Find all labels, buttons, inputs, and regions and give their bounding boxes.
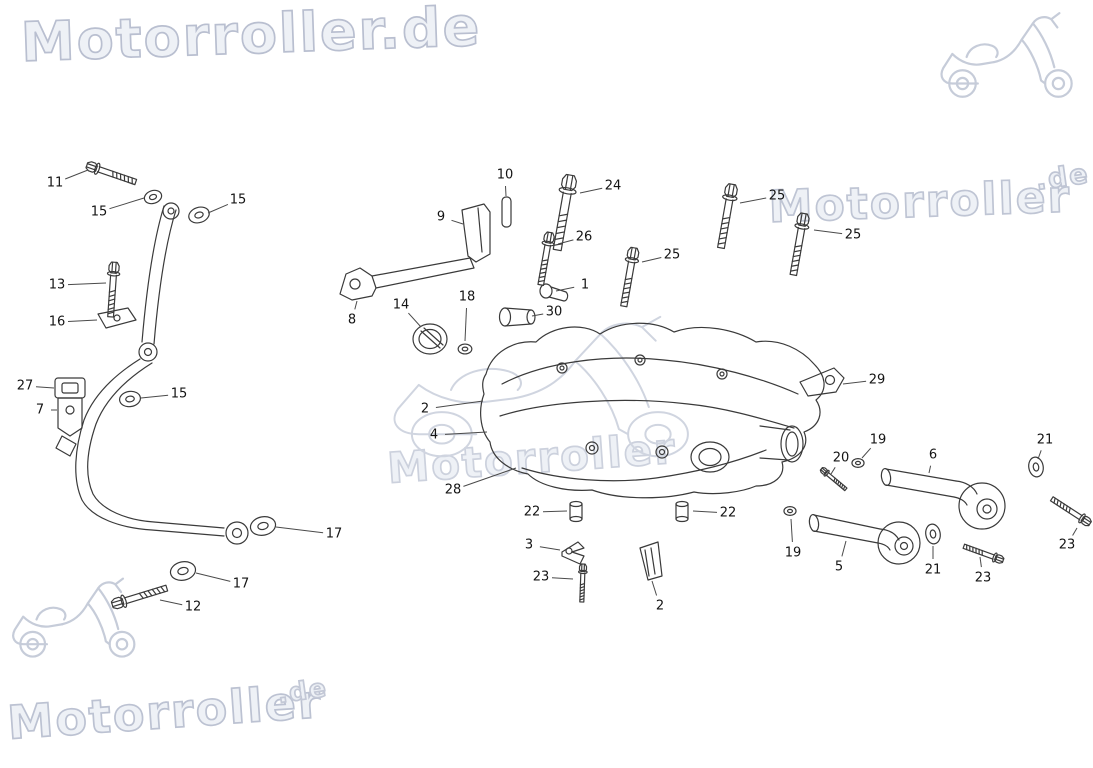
leader-line-15-1 [109,197,145,210]
washer-21-b [923,522,943,546]
leader-line-19-37 [790,518,793,543]
leader-line-25-15 [641,257,662,263]
oring-19-b [783,506,797,516]
leader-line-23-40 [1072,527,1078,536]
leader-line-17-9 [195,572,231,582]
clamp-27 [54,377,86,399]
dowel-22-a [569,500,583,523]
leader-line-29-31 [842,380,867,385]
washer-15-a [142,187,164,207]
leader-line-2-30 [651,580,658,596]
washer-17-b [168,558,198,584]
screw-23-a [577,563,588,603]
clip-3 [561,541,585,565]
bracket-7 [55,397,83,457]
wedge-2 [639,541,663,581]
bracket-29 [799,367,845,397]
leader-line-11-0 [65,169,89,180]
cylinder-head-cover-2 [480,322,825,499]
leader-line-19-32 [861,447,872,459]
leader-line-21-35 [1037,450,1042,460]
leader-line-22-27 [692,510,718,513]
leader-line-3-28 [539,546,561,551]
elbow-1 [539,283,569,302]
leader-line-30-21 [531,313,544,317]
banjo-bolt-13 [104,261,121,318]
leader-line-16-4 [67,319,98,322]
scooter-watermark-art [12,12,1073,658]
bolt-25-b [713,182,740,250]
oil-line-7 [75,202,249,545]
banjo-bolt-11 [84,159,139,188]
rocker-arm-6 [880,467,1006,530]
leader-lines [35,169,1078,606]
leader-line-14-19 [408,312,422,328]
bolt-23-c [961,541,1006,566]
leader-line-6-34 [928,465,932,474]
sleeve-30 [498,307,536,327]
leader-line-20-33 [830,467,836,475]
washer-17-a [248,513,278,539]
oil-filler-cap-14 [412,323,448,355]
leader-line-5-36 [841,540,847,557]
leader-line-25-16 [739,197,767,204]
washer-15-b [186,203,212,227]
washer-21-a [1026,455,1046,479]
leader-line-17-8 [275,526,324,534]
leader-line-22-26 [542,510,568,513]
pin-10 [501,196,512,228]
oring-18 [457,343,473,355]
leader-line-26-14 [557,239,574,245]
leader-line-28-25 [463,467,517,487]
leader-line-2-23 [435,400,484,408]
leader-line-18-20 [464,307,467,342]
leader-line-24-13 [579,187,603,194]
leader-line-15-2 [207,203,229,214]
bolt-25-a [616,246,642,308]
scooter-logo-top-right-icon [940,12,1073,98]
rocker-arm-5 [808,513,921,565]
leader-line-4-24 [444,431,488,435]
oring-19-a [851,458,865,468]
leader-line-9-12 [451,219,464,225]
bolt-12 [109,581,170,612]
leader-line-8-22 [354,300,358,310]
parts-artwork [54,159,1093,612]
bolt-25-c [785,211,812,277]
leader-line-15-7 [140,394,169,399]
leader-line-13-3 [67,282,107,286]
leader-line-23-29 [551,577,574,580]
leader-line-10-11 [505,185,507,197]
bolt-26 [534,231,557,287]
leader-line-25-17 [813,229,843,235]
washer-15-c [118,389,142,409]
bracket-9 [461,203,491,263]
scooter-logo-bottom-left-icon [12,577,136,658]
bolt-23-b [1048,494,1093,529]
dowel-22-b [675,500,689,523]
bracket-16 [97,307,137,329]
bracket-8 [339,257,475,301]
leader-line-12-10 [159,599,183,606]
leader-line-1-18 [555,286,575,292]
leader-line-23-39 [979,556,982,568]
leader-line-27-5 [35,386,55,389]
